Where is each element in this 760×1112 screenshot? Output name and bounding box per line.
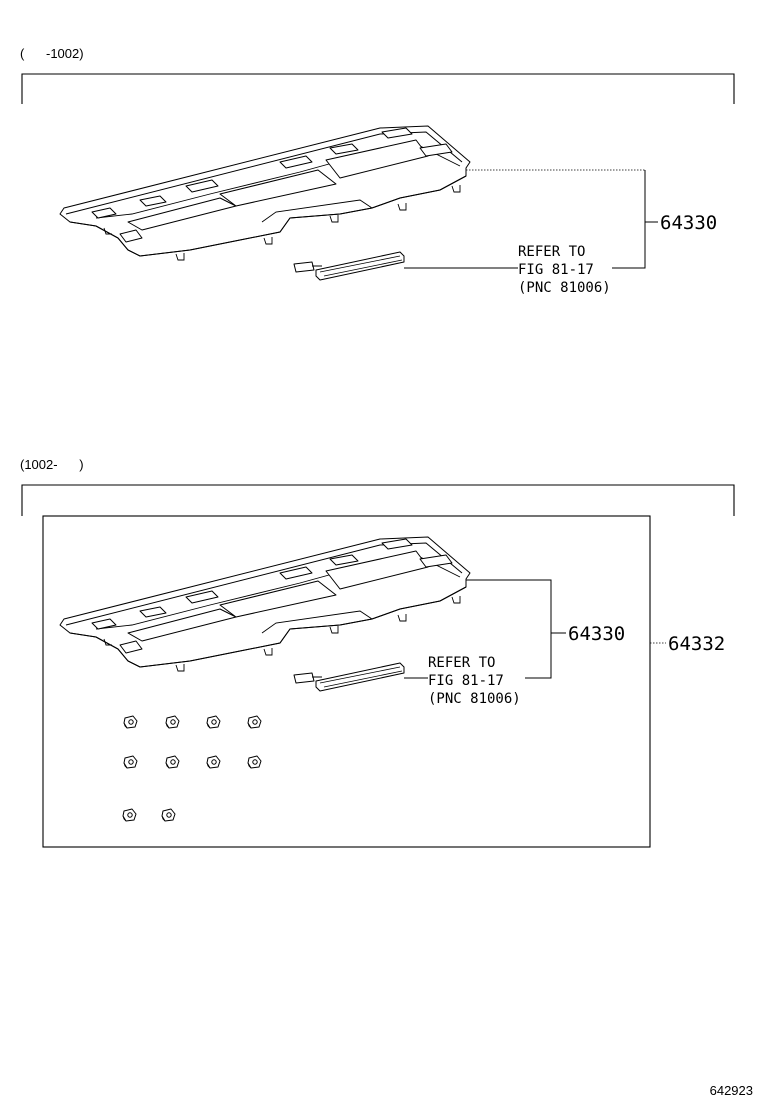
section-2-part-number[interactable]: 64330 [568,623,625,645]
high-mount-stop-lamp-assy[interactable] [293,662,405,692]
section-2-range-label: (1002- ) [20,457,84,472]
section-1-refer-line1: REFER TO [518,244,585,260]
section-1-bracket [21,73,735,104]
clip[interactable] [122,808,137,822]
figure-id: 642923 [710,1083,753,1098]
clip[interactable] [165,715,180,729]
section-1-bracket-line [612,170,646,269]
clip[interactable] [165,755,180,769]
section-1-range-label: ( -1002) [20,46,84,61]
clip[interactable] [247,715,262,729]
section-1-part-number[interactable]: 64330 [660,212,717,234]
assembly-box [42,515,651,848]
clip-set[interactable] [122,715,262,822]
package-tray-trim[interactable] [59,125,471,261]
high-mount-stop-lamp[interactable] [293,251,405,281]
clip[interactable] [247,755,262,769]
section-1-refer-line2[interactable]: FIG 81-17 [518,262,594,278]
section-2-leader-tray [466,579,552,679]
clip[interactable] [123,755,138,769]
clip[interactable] [123,715,138,729]
section-early-model: ( -1002) 64330 REFER TO FIG 81-17 (PNC 8… [20,46,735,296]
section-2-refer-line2[interactable]: FIG 81-17 [428,673,504,689]
clip[interactable] [161,808,176,822]
section-late-model: (1002- ) 64330 64332 REFER TO FIG 81-17 … [20,457,735,848]
section-2-refer-line3: (PNC 81006) [428,691,521,707]
section-1-refer-line3: (PNC 81006) [518,280,611,296]
section-2-refer-line1: REFER TO [428,655,495,671]
clip[interactable] [206,755,221,769]
package-tray-trim-assy[interactable] [59,536,471,672]
section-2-assembly-number[interactable]: 64332 [668,633,725,655]
clip[interactable] [206,715,221,729]
section-2-bracket [21,484,735,516]
